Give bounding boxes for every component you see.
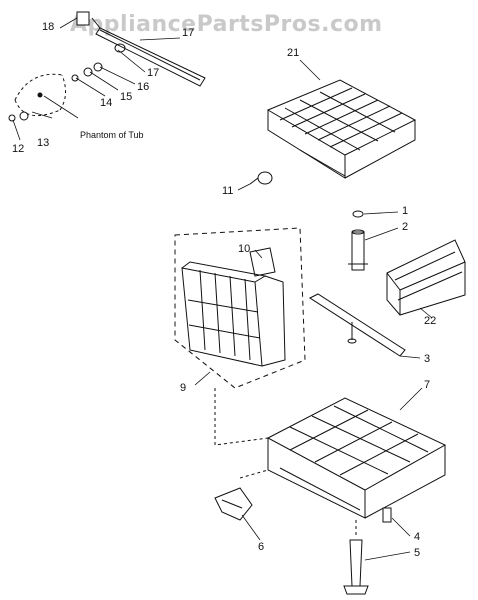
rack-rail bbox=[76, 11, 206, 87]
callout-15: 15 bbox=[120, 91, 133, 103]
callout-3: 3 bbox=[424, 353, 431, 365]
phantom-caption: Phantom of Tub bbox=[80, 130, 144, 140]
callout-14: 14 bbox=[100, 97, 113, 109]
callout-11: 11 bbox=[222, 185, 234, 197]
callout-10: 10 bbox=[238, 243, 251, 255]
lower-rack bbox=[266, 397, 447, 519]
callout-2: 2 bbox=[402, 221, 409, 233]
leader-lines bbox=[12, 17, 433, 561]
basket-assembly-group bbox=[174, 227, 306, 389]
small-clip bbox=[382, 507, 392, 523]
callout-7: 7 bbox=[424, 379, 431, 391]
callout-22: 22 bbox=[424, 315, 437, 327]
rack-roller bbox=[214, 487, 253, 521]
callout-21: 21 bbox=[287, 47, 300, 59]
spray-arm-mount bbox=[348, 210, 368, 271]
watermark: AppliancePartsPros.com bbox=[70, 12, 383, 37]
feed-tube bbox=[343, 539, 369, 595]
callout-13: 13 bbox=[37, 137, 50, 149]
callout-12: 12 bbox=[12, 143, 25, 155]
lower-spray-arm bbox=[308, 293, 406, 357]
callout-6: 6 bbox=[258, 541, 265, 553]
callout-19: 17 bbox=[182, 27, 195, 39]
callout-5: 5 bbox=[414, 547, 421, 559]
callout-17: 17 bbox=[147, 67, 160, 79]
callout-4: 4 bbox=[414, 531, 421, 543]
assembly-lines bbox=[214, 388, 357, 535]
callout-9: 9 bbox=[180, 382, 187, 394]
callout-1: 1 bbox=[402, 205, 409, 217]
upper-rack bbox=[266, 79, 417, 179]
side-basket bbox=[386, 239, 466, 316]
rack-adjuster-knob bbox=[249, 171, 273, 185]
callout-16: 16 bbox=[137, 81, 150, 93]
wheel-hardware bbox=[8, 43, 126, 122]
callout-18: 18 bbox=[42, 21, 55, 33]
